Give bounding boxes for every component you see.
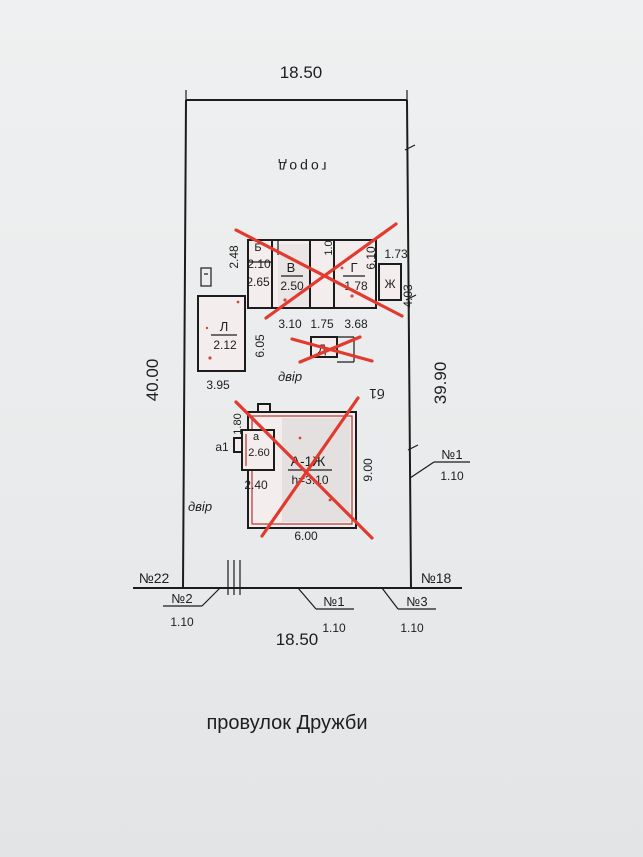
neighbor-left: №22 — [139, 570, 170, 586]
point-3-value: 1.10 — [400, 621, 424, 635]
point-1-bottom — [297, 587, 354, 610]
plot-width-top: 18.50 — [280, 63, 323, 82]
building-v-name: В — [287, 260, 296, 275]
point-2-id: №2 — [171, 591, 192, 606]
row-dim-1: 3.10 — [278, 317, 302, 331]
point-1-right-value: 1.10 — [440, 469, 464, 483]
plot-width-bottom: 18.50 — [276, 630, 319, 649]
building-l-name: Л — [220, 319, 229, 334]
point-1-right — [409, 461, 470, 479]
annex-a1: а1 — [215, 440, 229, 454]
well-label: б1 — [369, 386, 385, 402]
point-1-bottom-value: 1.10 — [322, 621, 346, 635]
plot-length-right: 39.90 — [431, 362, 450, 405]
building-g-name: Г — [350, 260, 357, 275]
building-l — [197, 267, 246, 372]
building-v-side-fragment: 1.0 — [323, 240, 335, 255]
building-b-height: 2.10 — [247, 257, 271, 271]
porch-width: 2.40 — [244, 478, 268, 492]
point-3 — [381, 587, 436, 610]
porch-height: 2.60 — [248, 447, 269, 459]
building-d-name: Д — [318, 342, 326, 356]
building-g-side: 6.10 — [364, 246, 378, 270]
yard-label-left: двір — [188, 499, 212, 514]
demolition-cross-d — [290, 335, 374, 364]
building-b-depth: 2.65 — [246, 275, 270, 289]
point-2-value: 1.10 — [170, 615, 194, 629]
row-dim-3: 3.68 — [344, 317, 368, 331]
building-b-name: Б — [254, 242, 261, 254]
yard-label-center: двір — [278, 369, 302, 384]
street-name: провулок Дружби — [206, 712, 367, 734]
demolition-cross-main-house — [234, 396, 374, 540]
building-l-height: 2.12 — [213, 338, 237, 352]
plot-length-left: 40.00 — [143, 359, 162, 402]
building-zh-side-top: 1.73 — [384, 247, 408, 261]
point-1-bottom-id: №1 — [323, 594, 344, 609]
building-v-height: 2.50 — [280, 279, 304, 293]
row-dim-2: 1.75 — [310, 317, 334, 331]
porch-name: а — [253, 431, 260, 443]
plot-boundary — [133, 90, 462, 595]
point-2 — [163, 587, 221, 607]
building-zh-name: Ж — [384, 277, 395, 291]
building-l-width: 3.95 — [206, 378, 230, 392]
demolition-cross-outbuildings — [234, 222, 404, 320]
main-house-side: 9.00 — [361, 458, 375, 482]
main-house-width: 6.00 — [294, 529, 318, 543]
porch-side: 1.80 — [232, 413, 244, 434]
building-zh-side: 4.03 — [401, 284, 415, 308]
building-zh — [378, 263, 402, 301]
point-3-id: №3 — [406, 594, 427, 609]
point-1-right-id: №1 — [441, 447, 462, 462]
building-b-width: 2.48 — [227, 245, 241, 269]
neighbor-right: №18 — [421, 570, 452, 586]
garden-label: город — [275, 159, 326, 175]
building-l-side: 6.05 — [253, 334, 267, 358]
